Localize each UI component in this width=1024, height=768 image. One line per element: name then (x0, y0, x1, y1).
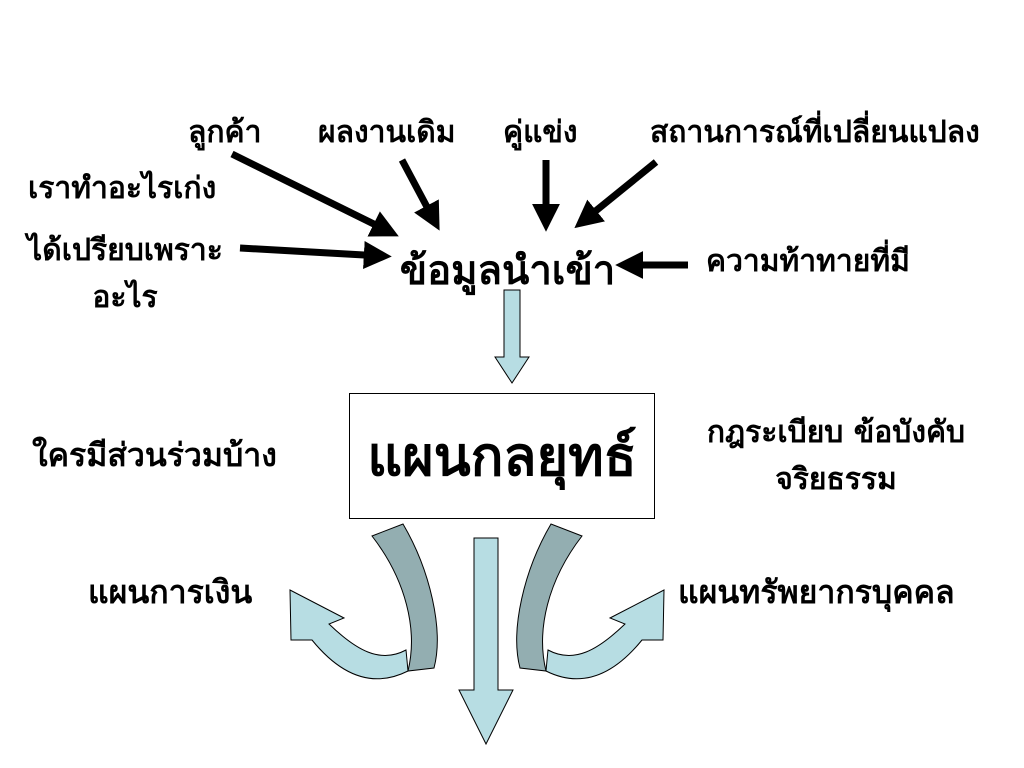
arrow-customer (230, 150, 399, 237)
label-advantage-line2: อะไร (92, 279, 158, 315)
input-data-node: ข้อมูลนำเข้า (399, 247, 616, 294)
label-advantage-line1: ได้เปรียบเพราะ (27, 233, 223, 268)
label-advantage: ได้เปรียบเพราะ อะไร (12, 228, 238, 321)
curved-arrow-hr (545, 589, 665, 680)
label-finance-plan: แผนการเงิน (88, 573, 253, 611)
arrow-changing-situation (574, 159, 659, 229)
label-hr-plan: แผนทรัพยากรบุคคล (678, 573, 955, 611)
label-stakeholders: ใครมีส่วนร่วมบ้าง (32, 436, 277, 474)
label-customer: ลูกค้า (188, 115, 262, 150)
label-past-performance: ผลงานเดิม (318, 115, 456, 150)
curved-arrow-finance-fold (371, 523, 438, 672)
label-changing-situation: สถานการณ์ที่เปลี่ยนแปลง (650, 115, 980, 150)
arrow-advantage (239, 240, 392, 269)
label-strengths: เราทำอะไรเก่ง (28, 171, 217, 206)
strategy-plan-box: แผนกลยุทธ์ (349, 393, 655, 519)
arrow-past-performance (398, 158, 440, 231)
curved-arrow-hr-fold (516, 523, 583, 672)
label-rules-line2: จริยธรรม (775, 461, 897, 497)
curved-arrow-finance (289, 589, 409, 680)
label-rules: กฎระเบียบ ข้อบังคับ จริยธรรม (680, 410, 992, 503)
down-arrow-center (458, 537, 514, 746)
label-challenges: ความท้าทายที่มี (706, 244, 910, 279)
label-rules-line1: กฎระเบียบ ข้อบังคับ (706, 415, 966, 450)
label-competitors: คู่แข่ง (503, 115, 578, 150)
strategy-plan-title: แผนกลยุทธ์ (367, 424, 637, 488)
down-arrow-to-strategy (494, 289, 530, 384)
